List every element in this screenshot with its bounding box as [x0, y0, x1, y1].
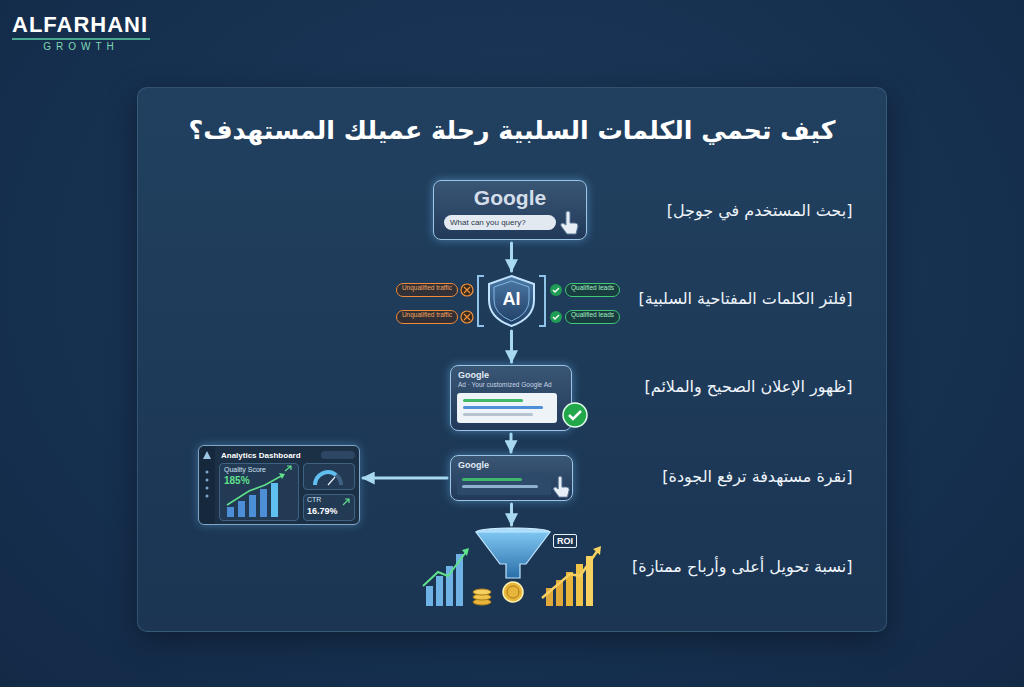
art-path [489, 276, 534, 326]
art-div [462, 478, 522, 481]
ad-brand: Google [458, 370, 489, 380]
reject-mark [464, 314, 470, 320]
flow-arrow [510, 434, 513, 452]
logo-rule [12, 38, 150, 40]
art-div [457, 473, 551, 495]
art-circle [206, 487, 209, 490]
art-svg [202, 450, 212, 510]
step-label: [نسبة تحويل أعلى وأرباح ممتازة] [632, 557, 852, 576]
flow-arrow [510, 504, 513, 525]
reject-icon [461, 284, 473, 296]
node-artwork [420, 528, 605, 608]
accept-icon [550, 311, 562, 323]
art-svg [558, 211, 580, 237]
search-query: What can you query? [444, 215, 556, 230]
click-brand: Google [458, 460, 489, 470]
shield-filter: AI [486, 274, 537, 328]
ad-headline: Ad · Your customized Google Ad [458, 381, 552, 388]
art-div [321, 451, 355, 459]
art-path [423, 552, 466, 586]
step-label: [ظهور الإعلان الصحيح والملائم] [645, 377, 853, 396]
art-svg [420, 528, 605, 608]
art-rect [260, 489, 267, 517]
reject-icon [461, 311, 473, 323]
metric-name: CTR [307, 496, 321, 503]
flow-arrow [510, 243, 513, 271]
art-path [462, 548, 469, 556]
ad-result-card: GoogleAd · Your customized Google Ad [450, 365, 572, 431]
art-path [203, 451, 211, 459]
art-path [554, 476, 570, 497]
roi-tag: ROI [553, 534, 577, 548]
filter-bracket [539, 276, 545, 326]
art-div [463, 406, 543, 409]
art-line [328, 477, 335, 485]
art-path [494, 281, 529, 321]
dashboard-title: Analytics Dashboard [221, 451, 301, 460]
art-path [561, 211, 578, 234]
art-rect [271, 483, 278, 517]
art-path [542, 550, 598, 598]
step-label: [بحث المستخدم في جوجل] [667, 201, 853, 220]
art-path [315, 472, 341, 485]
art-div [303, 463, 355, 490]
art-ellipse [473, 589, 491, 595]
art-circle [563, 403, 587, 427]
search-box: GoogleWhat can you query? [433, 180, 587, 240]
traffic-pill: Unqualified traffic [396, 283, 458, 297]
search-brand: Google [474, 186, 546, 210]
art-svg [562, 402, 588, 428]
art-path [279, 473, 285, 479]
metric-name: Quality Score [224, 466, 266, 473]
art-path [593, 546, 601, 555]
traffic-pill: Unqualified traffic [396, 310, 458, 324]
accept-mark [553, 288, 559, 319]
metric-value: 16.79% [307, 506, 338, 516]
traffic-pill: Qualified leads [565, 283, 620, 297]
art-circle [206, 495, 209, 498]
art-path [569, 411, 581, 419]
analytics-dashboard: Analytics DashboardQuality Score 185% CTR 1… [198, 445, 360, 525]
art-circle [503, 582, 523, 602]
art-circle [206, 479, 209, 482]
flow-arrow [510, 331, 513, 362]
art-svg [551, 476, 571, 500]
art-rect [227, 507, 234, 517]
art-div [457, 393, 557, 423]
art-rect [426, 586, 433, 606]
logo-tagline: GROWTH [12, 41, 150, 52]
logo-wordmark: ALFARHANI [12, 12, 148, 38]
art-path [343, 499, 349, 505]
art-path [315, 472, 336, 485]
art-div [463, 399, 523, 402]
art-div [463, 413, 533, 416]
art-rect [249, 495, 256, 517]
filter-bracket [478, 276, 484, 326]
art-path [285, 466, 291, 471]
metric-value: 185% [224, 475, 250, 486]
filter-badge: AI [503, 289, 521, 310]
art-circle [507, 586, 519, 598]
art-path [476, 532, 550, 578]
accept-icon [550, 284, 562, 296]
funnel-roi: ROI [420, 528, 605, 608]
flow-arrow [363, 477, 447, 480]
step-label: [نقرة مستهدفة ترفع الجودة] [662, 467, 852, 486]
art-circle [206, 471, 209, 474]
click-card: Google [450, 455, 573, 501]
art-rect [238, 501, 245, 517]
traffic-pill: Qualified leads [565, 310, 620, 324]
art-div [462, 485, 538, 488]
step-label: [فلتر الكلمات المفتاحية السلبية] [639, 289, 853, 308]
diagram-title: كيف تحمي الكلمات السلبية رحلة عميلك المس… [137, 116, 887, 145]
art-rect [436, 576, 443, 606]
art-rect [576, 564, 583, 606]
reject-mark [464, 287, 470, 293]
